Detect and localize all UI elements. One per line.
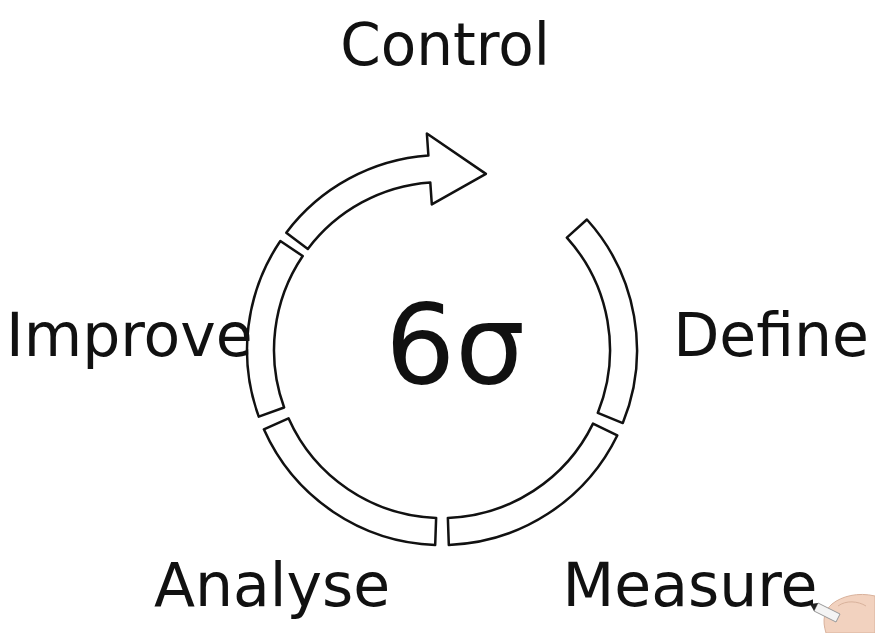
measure-segment [448,424,617,545]
improve-segment [247,241,303,417]
control-arrow [286,134,486,249]
marker-body [814,603,840,622]
cycle-ring [247,134,637,545]
analyse-segment [264,418,436,545]
phase-label: Control [340,16,550,74]
phase-label: Analyse [154,555,390,615]
phase-label: Define [673,305,869,365]
define-segment [567,220,637,424]
hand-with-marker [810,594,875,633]
center-symbol: 6σ [385,290,525,400]
finger-line [838,602,866,606]
phase-label: Measure [563,555,818,615]
phase-label: Improve [6,305,253,365]
